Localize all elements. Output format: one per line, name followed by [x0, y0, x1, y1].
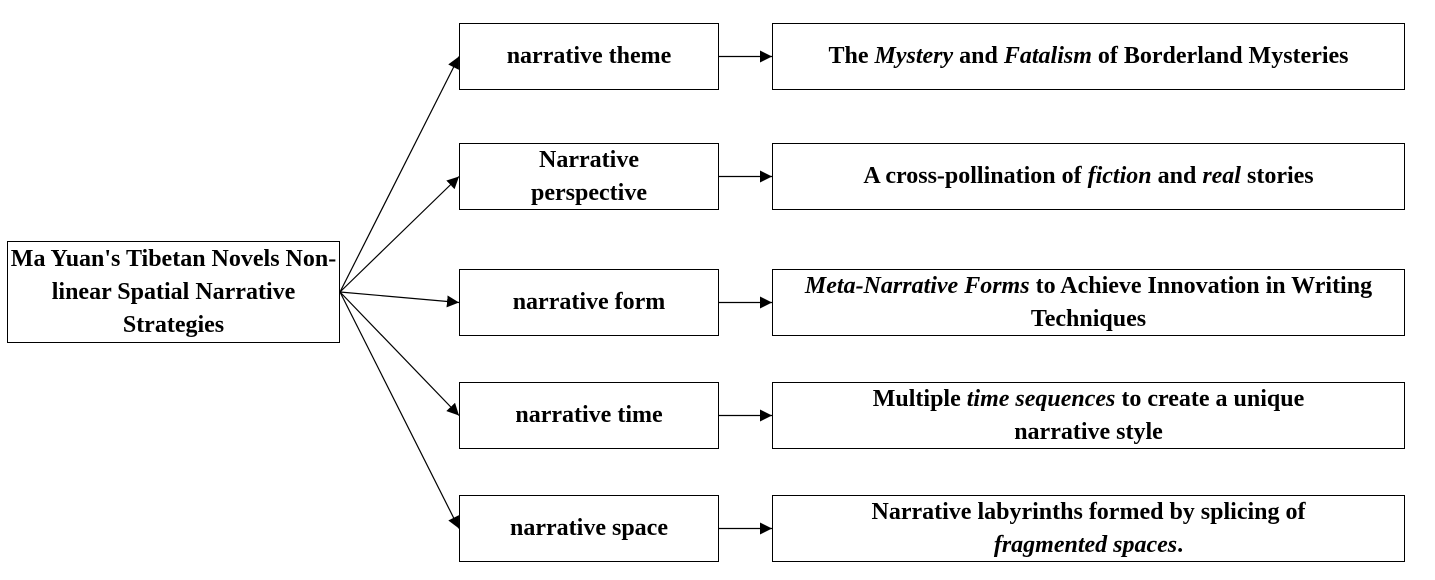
description-label: Narrative labyrinths formed by splicing …: [773, 496, 1404, 562]
description-segment: fragmented spaces: [993, 531, 1178, 558]
description-node: The Mystery and Fatalism of Borderland M…: [772, 23, 1405, 90]
category-node: narrative time: [459, 382, 719, 449]
description-segment: Multiple: [872, 385, 967, 412]
fan-connector: [339, 291, 460, 529]
description-node: Meta-Narrative Forms to Achieve Innovati…: [772, 269, 1405, 336]
description-segment: and: [1151, 163, 1203, 189]
fan-connector: [339, 176, 460, 293]
category-label: narrative theme: [506, 43, 672, 69]
category-label: narrative form: [512, 289, 666, 315]
description-segment: of Borderland Mysteries: [1091, 43, 1349, 69]
description-segment: Meta-Narrative Forms: [804, 272, 1030, 299]
category-node: Narrative perspective: [459, 143, 719, 210]
description-node: Multiple time sequences to create a uniq…: [772, 382, 1405, 449]
description-segment: Narrative labyrinths formed by splicing …: [871, 498, 1306, 525]
description-segment: time sequences: [966, 385, 1116, 412]
description-label: A cross-pollination of fiction and real …: [855, 160, 1321, 193]
category-label: Narrative perspective: [531, 146, 647, 206]
description-segment: to Achieve Innovation in Writing Techniq…: [1029, 272, 1373, 332]
description-segment: Fatalism: [1003, 43, 1092, 69]
description-segment: real: [1202, 163, 1241, 189]
category-node: narrative space: [459, 495, 719, 562]
description-segment: Mystery: [874, 43, 954, 69]
category-label: narrative time: [515, 402, 663, 428]
root-label: Ma Yuan's Tibetan Novels Non-linear Spat…: [10, 245, 337, 338]
category-label: narrative space: [510, 515, 668, 541]
category-node: narrative form: [459, 269, 719, 336]
fan-connector: [339, 291, 460, 416]
description-segment: stories: [1240, 163, 1314, 189]
description-segment: The: [828, 43, 875, 69]
description-label: The Mystery and Fatalism of Borderland M…: [820, 40, 1356, 73]
description-node: A cross-pollination of fiction and real …: [772, 143, 1405, 210]
description-label: Meta-Narrative Forms to Achieve Innovati…: [773, 270, 1404, 336]
root-node: Ma Yuan's Tibetan Novels Non-linear Spat…: [7, 241, 340, 343]
description-node: Narrative labyrinths formed by splicing …: [772, 495, 1405, 562]
description-label: Multiple time sequences to create a uniq…: [773, 383, 1404, 449]
fan-connector: [339, 291, 460, 308]
description-segment: .: [1177, 531, 1184, 558]
category-node: narrative theme: [459, 23, 719, 90]
fan-connector: [339, 56, 460, 293]
description-segment: fiction: [1087, 163, 1152, 189]
description-segment: to create a unique narrative style: [1014, 385, 1305, 445]
description-segment: and: [953, 43, 1004, 69]
description-segment: A cross-pollination of: [863, 163, 1088, 189]
